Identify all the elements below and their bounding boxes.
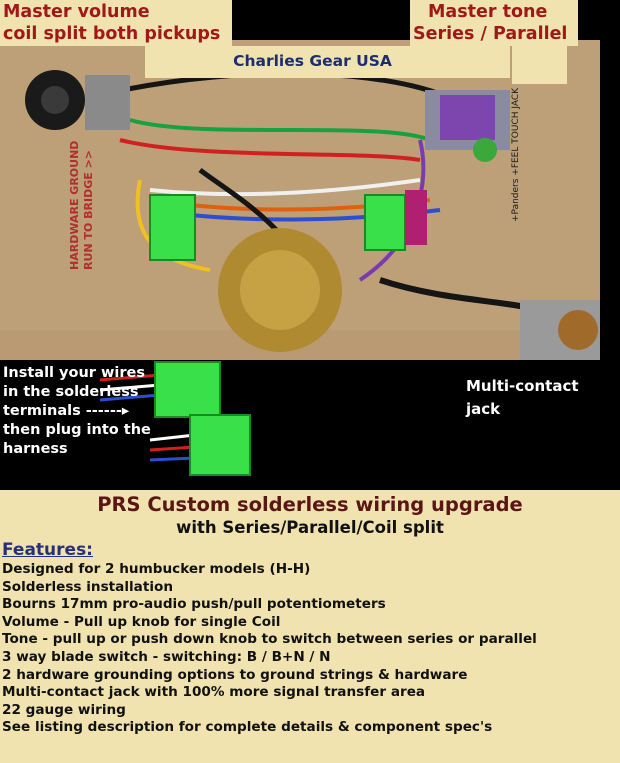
caption-panel: PRS Custom solderless wiring upgrade wit… <box>0 490 620 763</box>
wiring-harness-illustration: HARDWARE GROUND RUN TO BRIDGE >> +Pander… <box>0 40 600 476</box>
loose-connector-bottom <box>189 414 251 476</box>
wire-green <box>129 118 431 142</box>
install-instructions: Install your wires in the solderless ter… <box>3 364 151 459</box>
feature-item: See listing description for complete det… <box>2 719 493 736</box>
install-line: in the solderless <box>3 384 139 400</box>
feature-item: Multi-contact jack with 100% more signal… <box>2 684 426 701</box>
features-heading: Features: <box>2 540 93 560</box>
feature-item: 3 way blade switch - switching: B / B+N … <box>2 648 331 665</box>
wire-red <box>119 138 421 162</box>
board-socket-magenta <box>405 190 427 245</box>
feature-item: Designed for 2 humbucker models (H-H) <box>2 561 311 577</box>
tone-callout-bg <box>410 0 578 46</box>
volume-callout-line1: Master volume <box>3 2 150 22</box>
feature-item: 22 gauge wiring <box>2 701 126 718</box>
loose-connector-top <box>154 361 221 418</box>
jack-label: Multi-contact jack <box>466 375 579 421</box>
run-to-bridge-note: RUN TO BRIDGE >> <box>82 150 95 270</box>
board-connector-right <box>364 194 406 251</box>
wire-yellow <box>135 179 211 272</box>
install-line: Install your wires <box>3 365 145 381</box>
feature-item: Solderless installation <box>2 578 174 595</box>
install-line: then plug into the <box>3 422 151 438</box>
tone-callout-line1: Master tone <box>428 2 548 22</box>
tone-callout-line2: Series / Parallel <box>413 24 568 44</box>
product-subtitle: with Series/Parallel/Coil split <box>176 518 444 537</box>
tone-capacitor <box>473 138 497 162</box>
feature-item: Tone - pull up or push down knob to swit… <box>2 631 537 648</box>
brand-name: Charlies Gear USA <box>233 52 392 70</box>
volume-callout-bg <box>0 0 232 46</box>
features-list: Designed for 2 humbucker models (H-H) So… <box>2 561 537 737</box>
hardware-ground-note: HARDWARE GROUND <box>68 141 81 270</box>
product-title: PRS Custom solderless wiring upgrade <box>97 493 523 516</box>
feature-item: Bourns 17mm pro-audio push/pull potentio… <box>2 596 386 613</box>
brand-strip <box>145 46 510 78</box>
feature-item: Volume - Pull up knob for single Coil <box>2 613 281 630</box>
jack-label-line: jack <box>466 400 501 418</box>
board-connector-left <box>149 194 196 261</box>
jack-label-line: Multi-contact <box>466 377 579 395</box>
product-photo: HARDWARE GROUND RUN TO BRIDGE >> +Pander… <box>0 0 620 490</box>
feature-item: 2 hardware grounding options to ground s… <box>2 666 468 683</box>
install-line: harness <box>3 441 68 457</box>
install-line: terminals ------▸ <box>3 403 130 419</box>
jack-note: +Panders +FEEL TOUCH JACK <box>511 87 521 222</box>
volume-pot-body <box>85 75 130 130</box>
wire-white <box>149 178 421 197</box>
volume-callout-line2: coil split both pickups <box>3 24 221 44</box>
